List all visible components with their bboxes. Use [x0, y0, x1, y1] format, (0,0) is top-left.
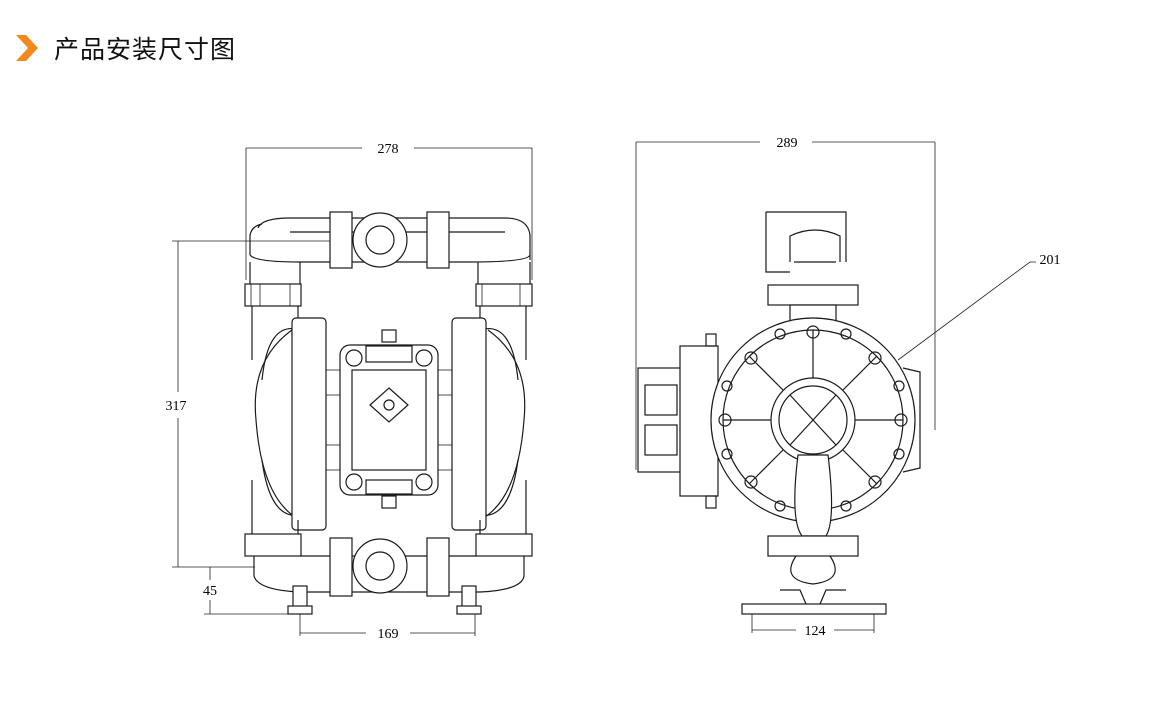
foot-spacing-label: 169 [378, 627, 399, 642]
base-width-label: 124 [805, 624, 826, 639]
front-view-pump [244, 211, 533, 615]
side-view-pump [637, 211, 921, 615]
front-height-label: 317 [166, 399, 187, 414]
page-title: 产品安装尺寸图 [54, 35, 237, 64]
diameter-label: 201 [1040, 253, 1061, 268]
front-dimensions [172, 147, 533, 636]
side-width-label: 289 [777, 136, 798, 151]
chevron-right-icon [14, 33, 40, 63]
page-header: 产品安装尺寸图 [14, 28, 236, 68]
front-width-label: 278 [378, 142, 399, 157]
base-height-label: 45 [203, 584, 217, 599]
side-dimensions [635, 141, 1036, 633]
